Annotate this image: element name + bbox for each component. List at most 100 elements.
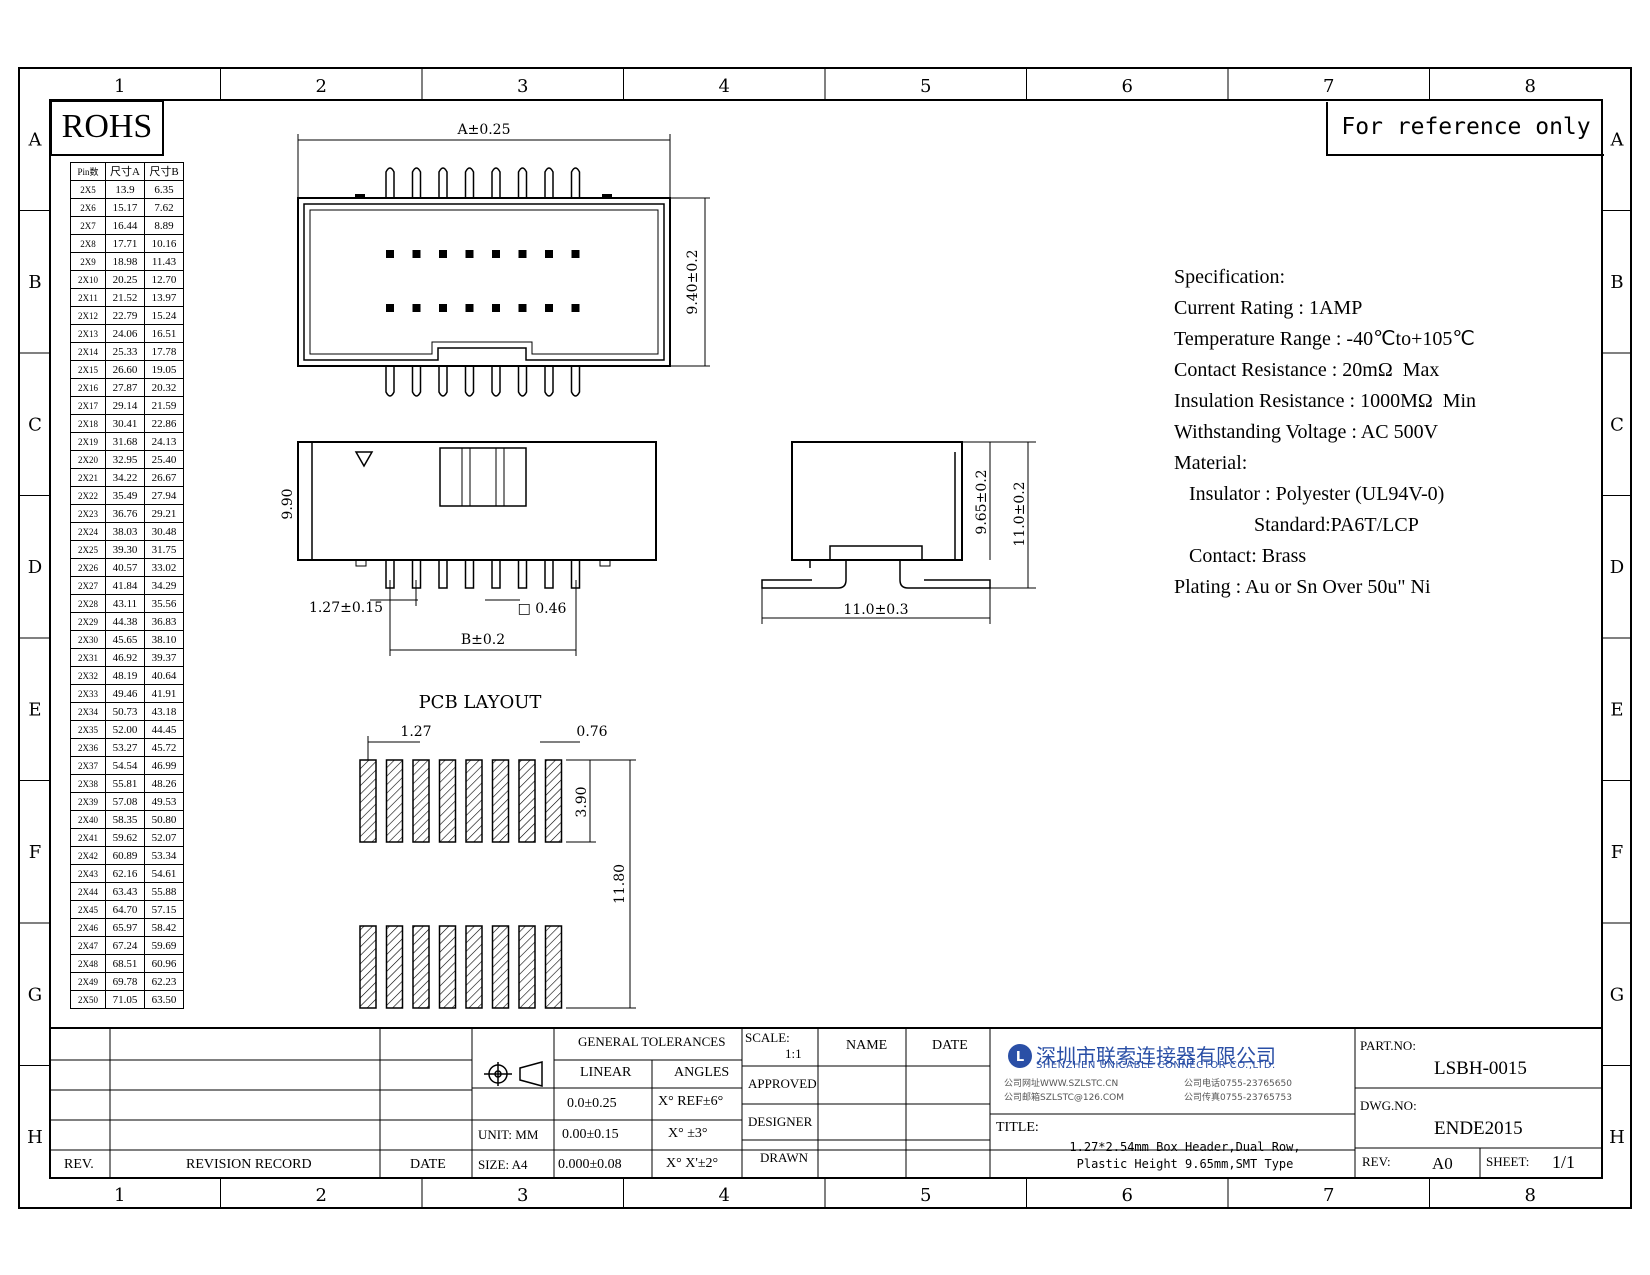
- table-cell: 67.24: [105, 936, 145, 955]
- table-cell: 50.73: [105, 702, 145, 721]
- table-cell: 35.49: [105, 486, 145, 505]
- title-block-lines: [50, 1027, 1602, 1178]
- spec-line: Standard:PA6T/LCP: [1174, 514, 1419, 536]
- dim-110h: 11.0±0.3: [843, 602, 908, 618]
- grid-row-label: G: [28, 984, 42, 1005]
- table-cell: 35.56: [144, 594, 184, 613]
- projection-symbol-icon: [484, 1061, 543, 1087]
- table-cell: 2X14: [70, 342, 106, 361]
- table-cell: 22.86: [144, 414, 184, 433]
- table-cell: 53.34: [144, 846, 184, 865]
- table-cell: 27.94: [144, 486, 184, 505]
- table-cell: 27.87: [105, 378, 145, 397]
- grid-col-label: 6: [1122, 1185, 1133, 1206]
- linear-header: LINEAR: [580, 1065, 632, 1080]
- size-label: SIZE: A4: [478, 1157, 528, 1172]
- table-cell: 39.30: [105, 540, 145, 559]
- table-cell: 2X48: [70, 954, 106, 973]
- grid-zone-ticks: [19, 68, 1631, 1208]
- scale-value: 1:1: [785, 1046, 802, 1061]
- grid-col-label: 5: [920, 76, 931, 97]
- table-cell: 60.89: [105, 846, 145, 865]
- spec-line: Insulator : Polyester (UL94V-0): [1174, 483, 1445, 505]
- part-no-value: LSBH-0015: [1434, 1058, 1527, 1079]
- table-cell: 8.89: [144, 216, 184, 235]
- grid-row-label: G: [1610, 984, 1624, 1005]
- table-cell: 36.83: [144, 612, 184, 631]
- table-cell: 2X43: [70, 864, 106, 883]
- table-cell: 22.79: [105, 306, 145, 325]
- table-cell: 2X42: [70, 846, 106, 865]
- pin1-marker: [354, 451, 374, 468]
- grid-row-label: B: [1610, 272, 1623, 293]
- table-cell: 30.41: [105, 414, 145, 433]
- grid-col-label: 8: [1525, 76, 1536, 97]
- table-cell: 2X22: [70, 486, 106, 505]
- table-cell: 55.88: [144, 882, 184, 901]
- pin-table-header: 尺寸A: [105, 162, 145, 181]
- table-cell: 2X27: [70, 576, 106, 595]
- table-cell: 2X40: [70, 810, 106, 829]
- grid-row-label: A: [1610, 129, 1625, 150]
- side-view: 9.65±0.2 11.0±0.2 11.0±0.3: [761, 441, 1036, 624]
- table-cell: 2X11: [70, 288, 106, 307]
- date-header: DATE: [410, 1157, 446, 1172]
- table-cell: 16.51: [144, 324, 184, 343]
- table-cell: 2X16: [70, 378, 106, 397]
- pcb-pad-width: 0.76: [576, 724, 607, 740]
- table-cell: 2X38: [70, 774, 106, 793]
- top-view: A±0.25 9.40±0.2: [297, 122, 710, 397]
- table-cell: 2X23: [70, 504, 106, 523]
- table-cell: 2X29: [70, 612, 106, 631]
- table-cell: 45.65: [105, 630, 145, 649]
- table-cell: 2X35: [70, 720, 106, 739]
- table-cell: 10.16: [144, 234, 184, 253]
- company-fax: 公司传真0755-23765753: [1184, 1093, 1292, 1103]
- table-cell: 2X24: [70, 522, 106, 541]
- dim-940: 9.40±0.2: [685, 249, 701, 314]
- table-cell: 41.91: [144, 684, 184, 703]
- table-cell: 33.02: [144, 558, 184, 577]
- pcb-pads: [359, 759, 563, 1009]
- svg-text:L: L: [1016, 1050, 1024, 1065]
- pcb-title: PCB LAYOUT: [419, 692, 542, 713]
- table-cell: 34.22: [105, 468, 145, 487]
- spec-line: Temperature Range : -40℃to+105℃: [1174, 328, 1475, 350]
- table-cell: 2X20: [70, 450, 106, 469]
- grid-col-label: 2: [316, 1185, 327, 1206]
- table-cell: 62.23: [144, 972, 184, 991]
- table-cell: 54.54: [105, 756, 145, 775]
- table-cell: 18.98: [105, 252, 145, 271]
- general-tolerances: GENERAL TOLERANCES: [578, 1034, 726, 1049]
- grid-row-label: E: [28, 699, 41, 720]
- pcb-pad-length: 3.90: [574, 786, 590, 817]
- pcb-total-length: 11.80: [612, 864, 628, 904]
- table-cell: 41.84: [105, 576, 145, 595]
- table-cell: 2X8: [70, 234, 106, 253]
- dim-110v: 11.0±0.2: [1012, 481, 1028, 546]
- table-cell: 25.33: [105, 342, 145, 361]
- table-cell: 29.21: [144, 504, 184, 523]
- table-cell: 2X15: [70, 360, 106, 379]
- table-cell: 68.51: [105, 954, 145, 973]
- table-cell: 2X50: [70, 990, 106, 1009]
- scale-label: SCALE:: [745, 1030, 790, 1045]
